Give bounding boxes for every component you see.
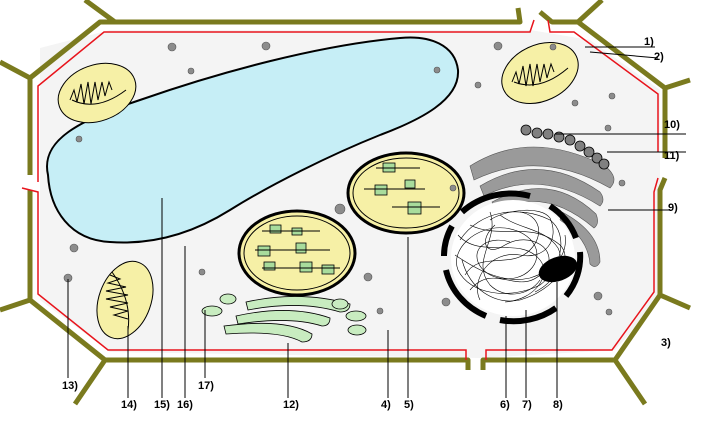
label-17: 17) <box>198 380 214 392</box>
label-7: 7) <box>522 399 532 411</box>
central-vacuole <box>45 36 460 244</box>
mitochondrion-top-right <box>501 42 579 104</box>
label-11: 11) <box>664 150 680 162</box>
label-14: 14) <box>121 399 137 411</box>
label-6: 6) <box>500 399 510 411</box>
cell-wall <box>0 0 691 406</box>
label-3: 3) <box>661 337 671 349</box>
labels: 1) 2) 10) 11) 9) 3) 13) 14) 15) 16) 17) … <box>62 36 680 411</box>
label-16: 16) <box>177 399 193 411</box>
ribosomes-on-er <box>520 124 610 170</box>
nucleolus <box>538 255 578 283</box>
chloroplast-center <box>237 209 357 297</box>
plasma-membrane <box>21 19 659 360</box>
label-8: 8) <box>553 399 563 411</box>
label-15: 15) <box>154 399 170 411</box>
granules <box>63 41 626 316</box>
chloroplast-upper <box>346 151 466 235</box>
endoplasmic-reticulum <box>201 293 367 343</box>
chromatin <box>454 209 566 303</box>
label-4: 4) <box>381 399 391 411</box>
label-12: 12) <box>283 399 299 411</box>
label-2: 2) <box>654 51 664 63</box>
nucleus <box>441 190 584 325</box>
label-10: 10) <box>664 119 680 131</box>
mitochondrion-top-left <box>57 62 137 124</box>
label-9: 9) <box>668 202 678 214</box>
label-13: 13) <box>62 380 78 392</box>
mitochondrion-bottom-left <box>96 260 154 340</box>
leader-lines <box>67 46 686 398</box>
label-1: 1) <box>644 36 654 48</box>
label-5: 5) <box>404 399 414 411</box>
